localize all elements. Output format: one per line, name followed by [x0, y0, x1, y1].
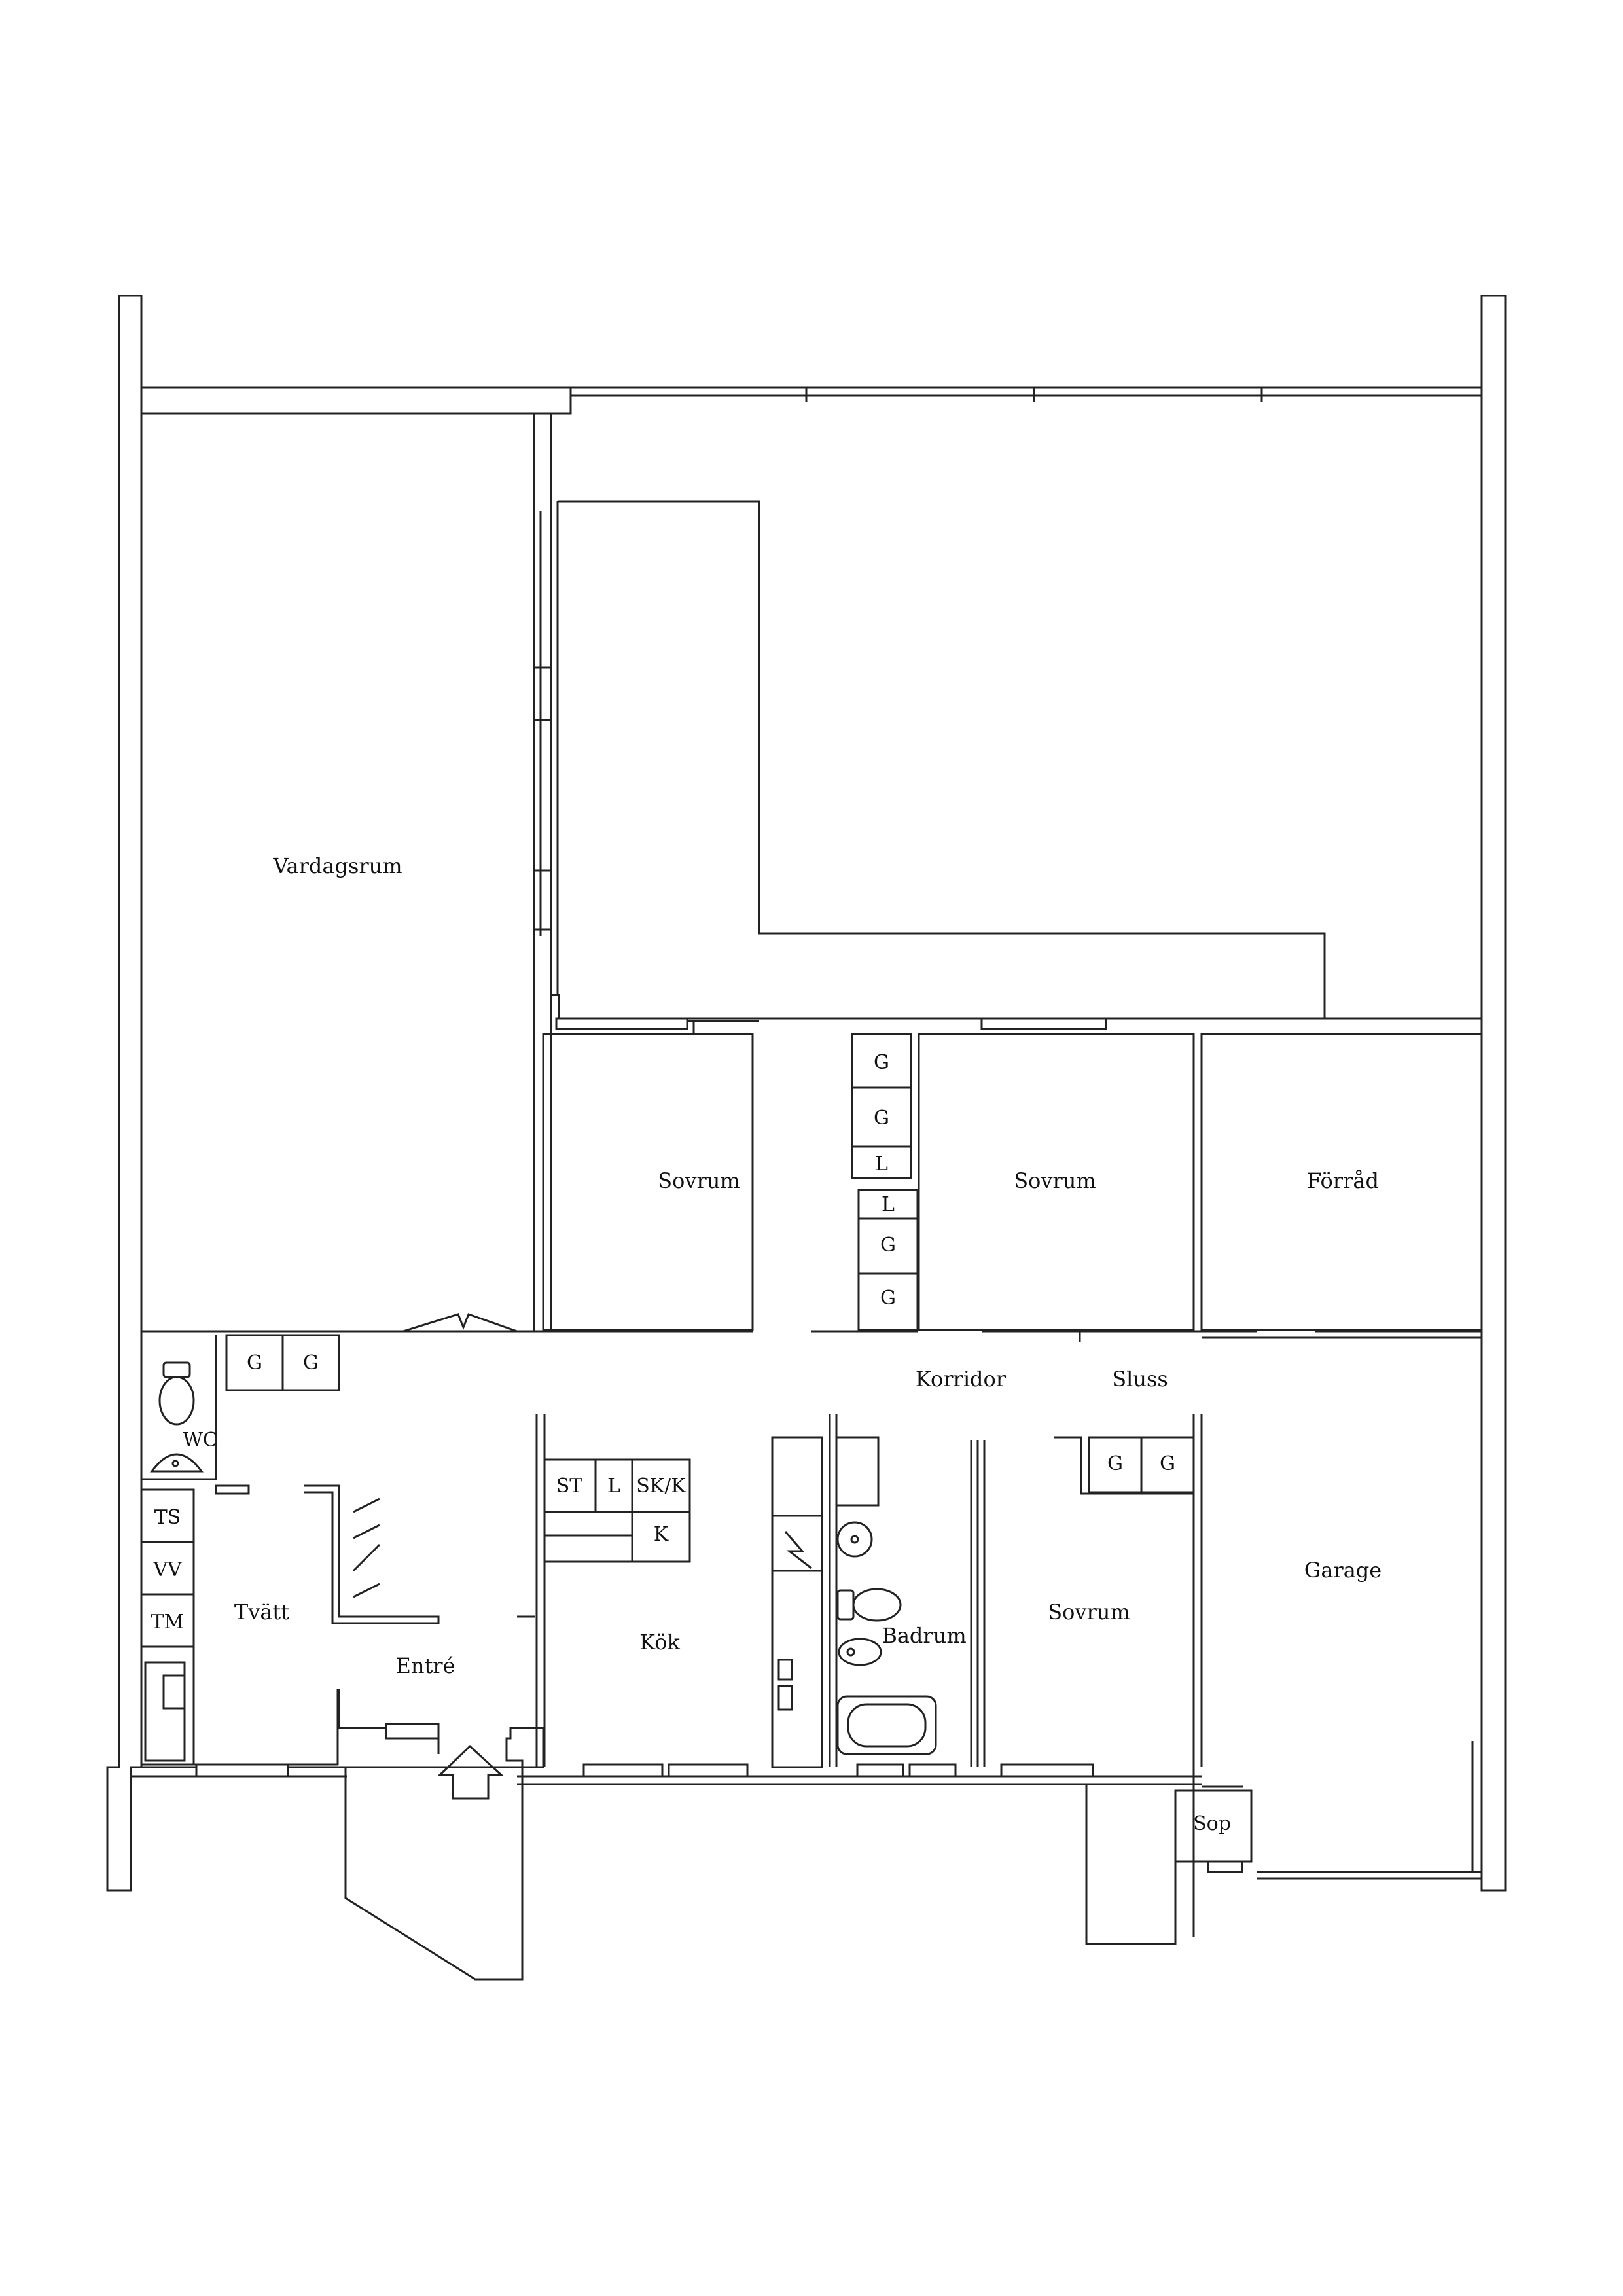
room-label-badrum: Badrum: [882, 1623, 966, 1648]
closet-g-2: G: [874, 1107, 889, 1130]
bottom-windows: [195, 1763, 1094, 1778]
room-label-vardagsrum: Vardagsrum: [272, 853, 402, 878]
upper-room-row: [542, 1020, 1483, 1331]
corridor-walls: [141, 1313, 1482, 1342]
closet-l-2: L: [882, 1193, 895, 1216]
room-label-garage: Garage: [1304, 1558, 1382, 1583]
bathroom: [829, 1414, 979, 1767]
room-label-kok: Kök: [639, 1630, 680, 1655]
living-room: [140, 412, 552, 1333]
closet-g-3: G: [880, 1234, 896, 1257]
kitchen-skk: SK/K: [636, 1475, 686, 1498]
kitchen-st: ST: [556, 1475, 583, 1498]
waste-room: [1085, 1784, 1253, 1945]
kitchen-l: L: [607, 1475, 620, 1498]
sluss-closet-g-1: G: [1107, 1452, 1123, 1475]
closet-column: [852, 1086, 918, 1275]
closet-g-4: G: [880, 1287, 896, 1310]
room-label-sovrum-3: Sovrum: [1048, 1600, 1130, 1624]
outer-walls: [106, 295, 1507, 1892]
room-label-wc: WC: [183, 1429, 218, 1452]
kitchen: [535, 1414, 823, 1768]
wc-room: [141, 1335, 250, 1495]
room-label-tvatt: Tvätt: [234, 1600, 289, 1624]
room-label-sop: Sop: [1193, 1812, 1231, 1835]
laundry-vv: VV: [152, 1558, 183, 1581]
laundry-ts: TS: [154, 1506, 181, 1529]
room-label-sovrum-1: Sovrum: [658, 1168, 740, 1193]
entrance-area: [304, 1484, 544, 1981]
closet-l-1: L: [875, 1153, 888, 1175]
hall-closet-g-2: G: [303, 1352, 319, 1374]
room-label-forrad: Förråd: [1307, 1168, 1379, 1193]
bedroom-3: [983, 1414, 1203, 1937]
room-label-sovrum-2: Sovrum: [1014, 1168, 1096, 1193]
room-label-entre: Entré: [395, 1653, 455, 1678]
terrace-outline: [550, 414, 1482, 1020]
upper-windows: [555, 1017, 1107, 1030]
room-label-korridor: Korridor: [916, 1367, 1007, 1391]
laundry-tm: TM: [151, 1611, 185, 1634]
garage: [1202, 1336, 1482, 1788]
hall-closets: [225, 1334, 340, 1391]
kitchen-k: K: [654, 1523, 669, 1546]
hall-closet-g-1: G: [247, 1352, 262, 1374]
room-label-sluss: Sluss: [1112, 1367, 1168, 1391]
closet-g-1: G: [874, 1051, 889, 1074]
sluss-closet-g-2: G: [1160, 1452, 1175, 1475]
